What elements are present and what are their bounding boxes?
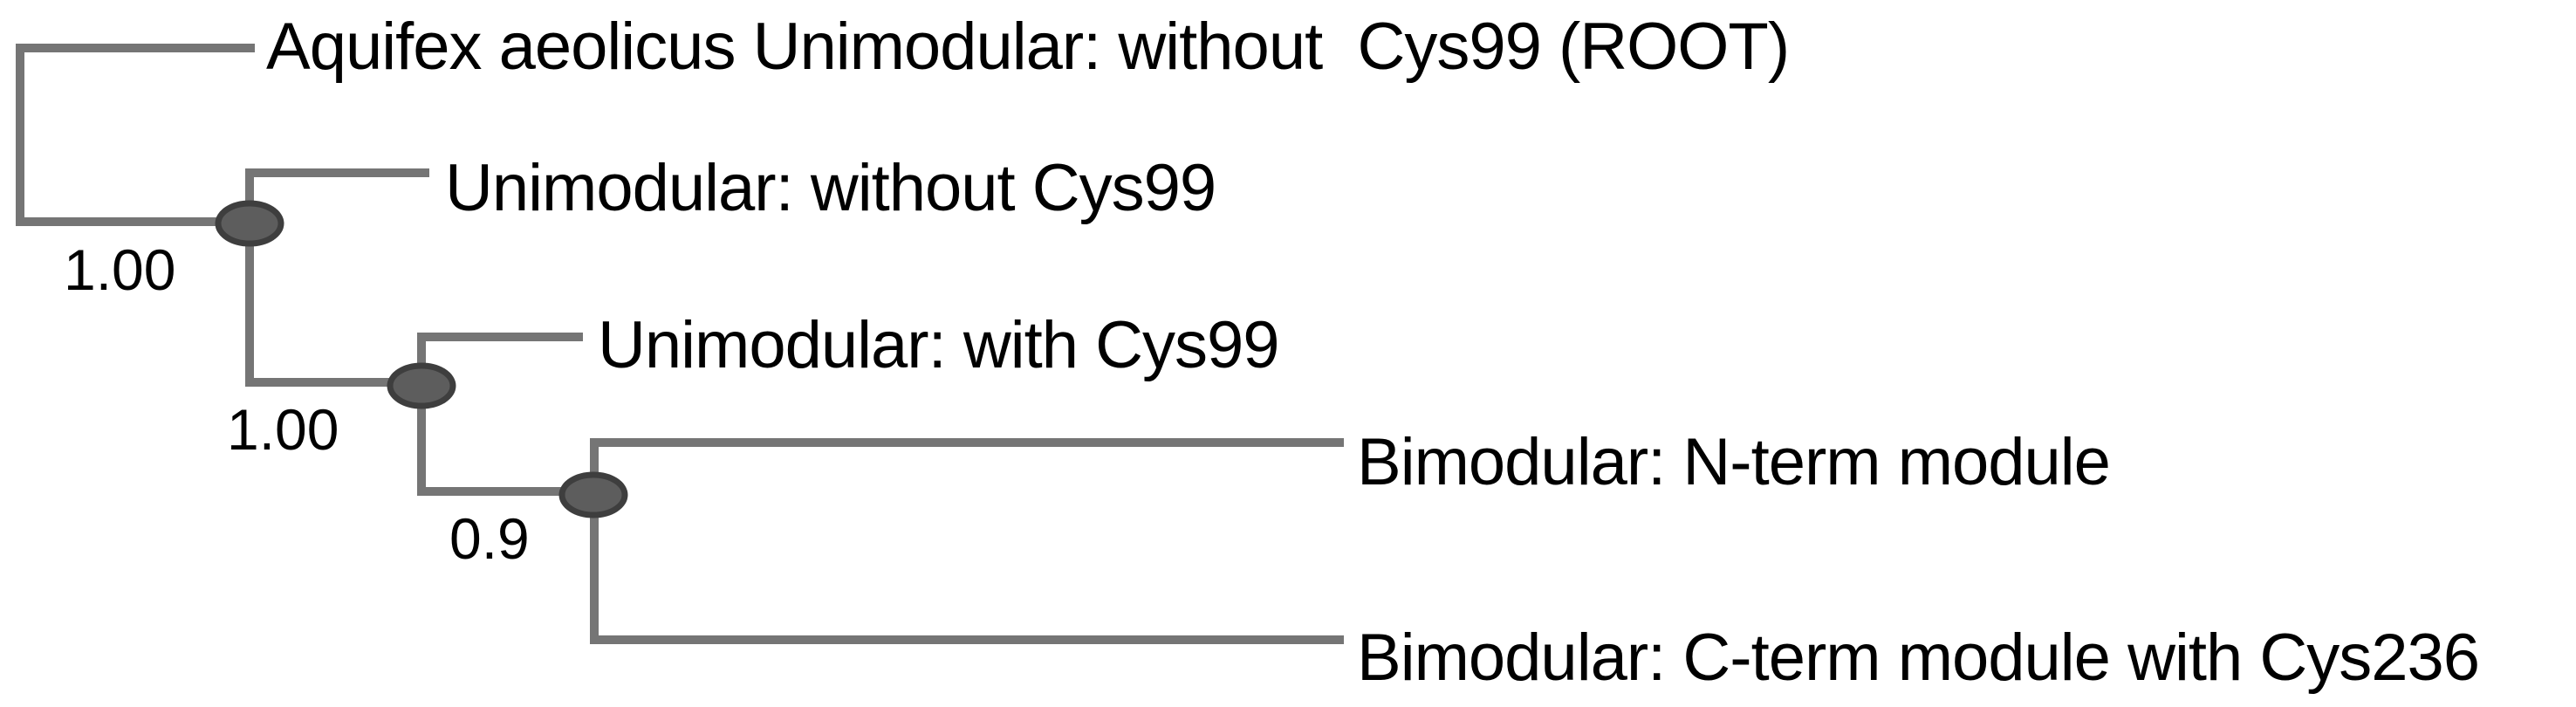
node2-marker [387, 362, 456, 409]
node3-marker [558, 471, 628, 518]
tip-label-bimodular-c-term: Bimodular: C-term module with Cys236 [1357, 621, 2480, 695]
root-bracket-branch [16, 44, 255, 226]
node1-bracket-branch [245, 168, 429, 387]
support-value-node2: 1.00 [227, 397, 339, 462]
node2-bracket-branch [417, 333, 583, 496]
tip-label-aquifex-root: Aquifex aeolicus Unimodular: without Cys… [266, 10, 1790, 84]
support-value-node1: 1.00 [64, 237, 176, 302]
tip-label-bimodular-n-term: Bimodular: N-term module [1357, 425, 2111, 499]
tip-label-unimodular-without-cys99: Unimodular: without Cys99 [445, 151, 1216, 225]
support-value-node3: 0.9 [449, 506, 530, 571]
node1-marker [215, 200, 284, 247]
tip-label-unimodular-with-cys99: Unimodular: with Cys99 [598, 308, 1280, 382]
node3-bracket-branch [590, 438, 1344, 644]
